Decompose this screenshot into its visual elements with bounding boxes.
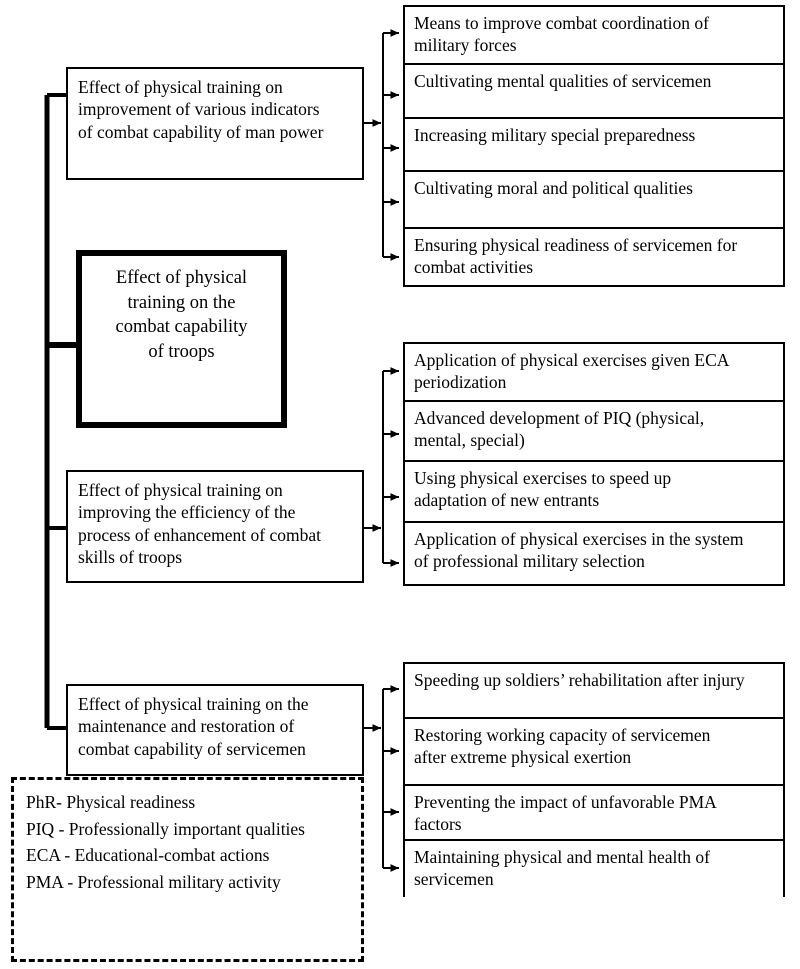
leaf-node[interactable]: Speeding up soldiers’ rehabilitation aft… [405, 664, 783, 719]
leaf-node[interactable]: Maintaining physical and mental health o… [405, 841, 783, 899]
branch-node-2-label: Effect of physical training on improving… [78, 480, 321, 568]
leaf-node-label: Means to improve combat coordination of … [414, 13, 709, 56]
leaf-node[interactable]: Ensuring physical readiness of serviceme… [405, 229, 783, 285]
legend-item: ECA - Educational-combat actions [26, 845, 270, 866]
legend-item: PMA - Professional military activity [26, 871, 281, 892]
leaf-node-label: Advanced development of PIQ (physical, m… [414, 408, 705, 451]
leaf-node[interactable]: Preventing the impact of unfavorable PMA… [405, 786, 783, 841]
leaf-node[interactable]: Advanced development of PIQ (physical, m… [405, 402, 783, 462]
leaf-node-label: Application of physical exercises in the… [414, 529, 744, 572]
leaf-node-label: Cultivating mental qualities of servicem… [414, 71, 712, 91]
leaf-group-3: Speeding up soldiers’ rehabilitation aft… [403, 662, 785, 899]
leaf-node-label: Preventing the impact of unfavorable PMA… [414, 792, 717, 835]
branch-node-3-label: Effect of physical training on the maint… [78, 694, 309, 759]
leaf-node-label: Using physical exercises to speed up ada… [414, 468, 672, 511]
leaf-group-2: Application of physical exercises given … [403, 342, 785, 586]
leaf-node-label: Ensuring physical readiness of serviceme… [414, 235, 738, 278]
leaf-node[interactable]: Application of physical exercises given … [405, 344, 783, 402]
leaf-node-label: Application of physical exercises given … [414, 350, 730, 393]
leaf-node[interactable]: Application of physical exercises in the… [405, 523, 783, 584]
leaf-node-label: Speeding up soldiers’ rehabilitation aft… [414, 670, 745, 690]
leaf-node-label: Maintaining physical and mental health o… [414, 847, 710, 890]
leaf-node-label: Increasing military special preparedness [414, 125, 696, 145]
root-node[interactable]: Effect of physical training on the comba… [76, 250, 287, 428]
leaf-node[interactable]: Using physical exercises to speed up ada… [405, 462, 783, 523]
leaf-node[interactable]: Increasing military special preparedness [405, 119, 783, 172]
root-node-label: Effect of physical training on the comba… [115, 268, 248, 362]
legend-item: PIQ - Professionally important qualities [26, 818, 305, 839]
leaf-node[interactable]: Means to improve combat coordination of … [405, 7, 783, 65]
branch-node-2[interactable]: Effect of physical training on improving… [66, 470, 364, 583]
leaf-node[interactable]: Restoring working capacity of servicemen… [405, 719, 783, 786]
legend-box: PhR- Physical readiness PIQ - Profession… [11, 777, 364, 962]
branch-node-3[interactable]: Effect of physical training on the maint… [66, 684, 364, 776]
leaf-node-label: Restoring working capacity of servicemen… [414, 725, 711, 768]
leaf-group-1: Means to improve combat coordination of … [403, 5, 785, 287]
leaf-node[interactable]: Cultivating moral and political qualitie… [405, 172, 783, 229]
leaf-node[interactable]: Cultivating mental qualities of servicem… [405, 65, 783, 119]
branch-node-1-label: Effect of physical training on improveme… [78, 77, 324, 142]
branch-node-1[interactable]: Effect of physical training on improveme… [66, 67, 364, 180]
leaf-node-label: Cultivating moral and political qualitie… [414, 178, 693, 198]
legend-item: PhR- Physical readiness [26, 792, 196, 812]
